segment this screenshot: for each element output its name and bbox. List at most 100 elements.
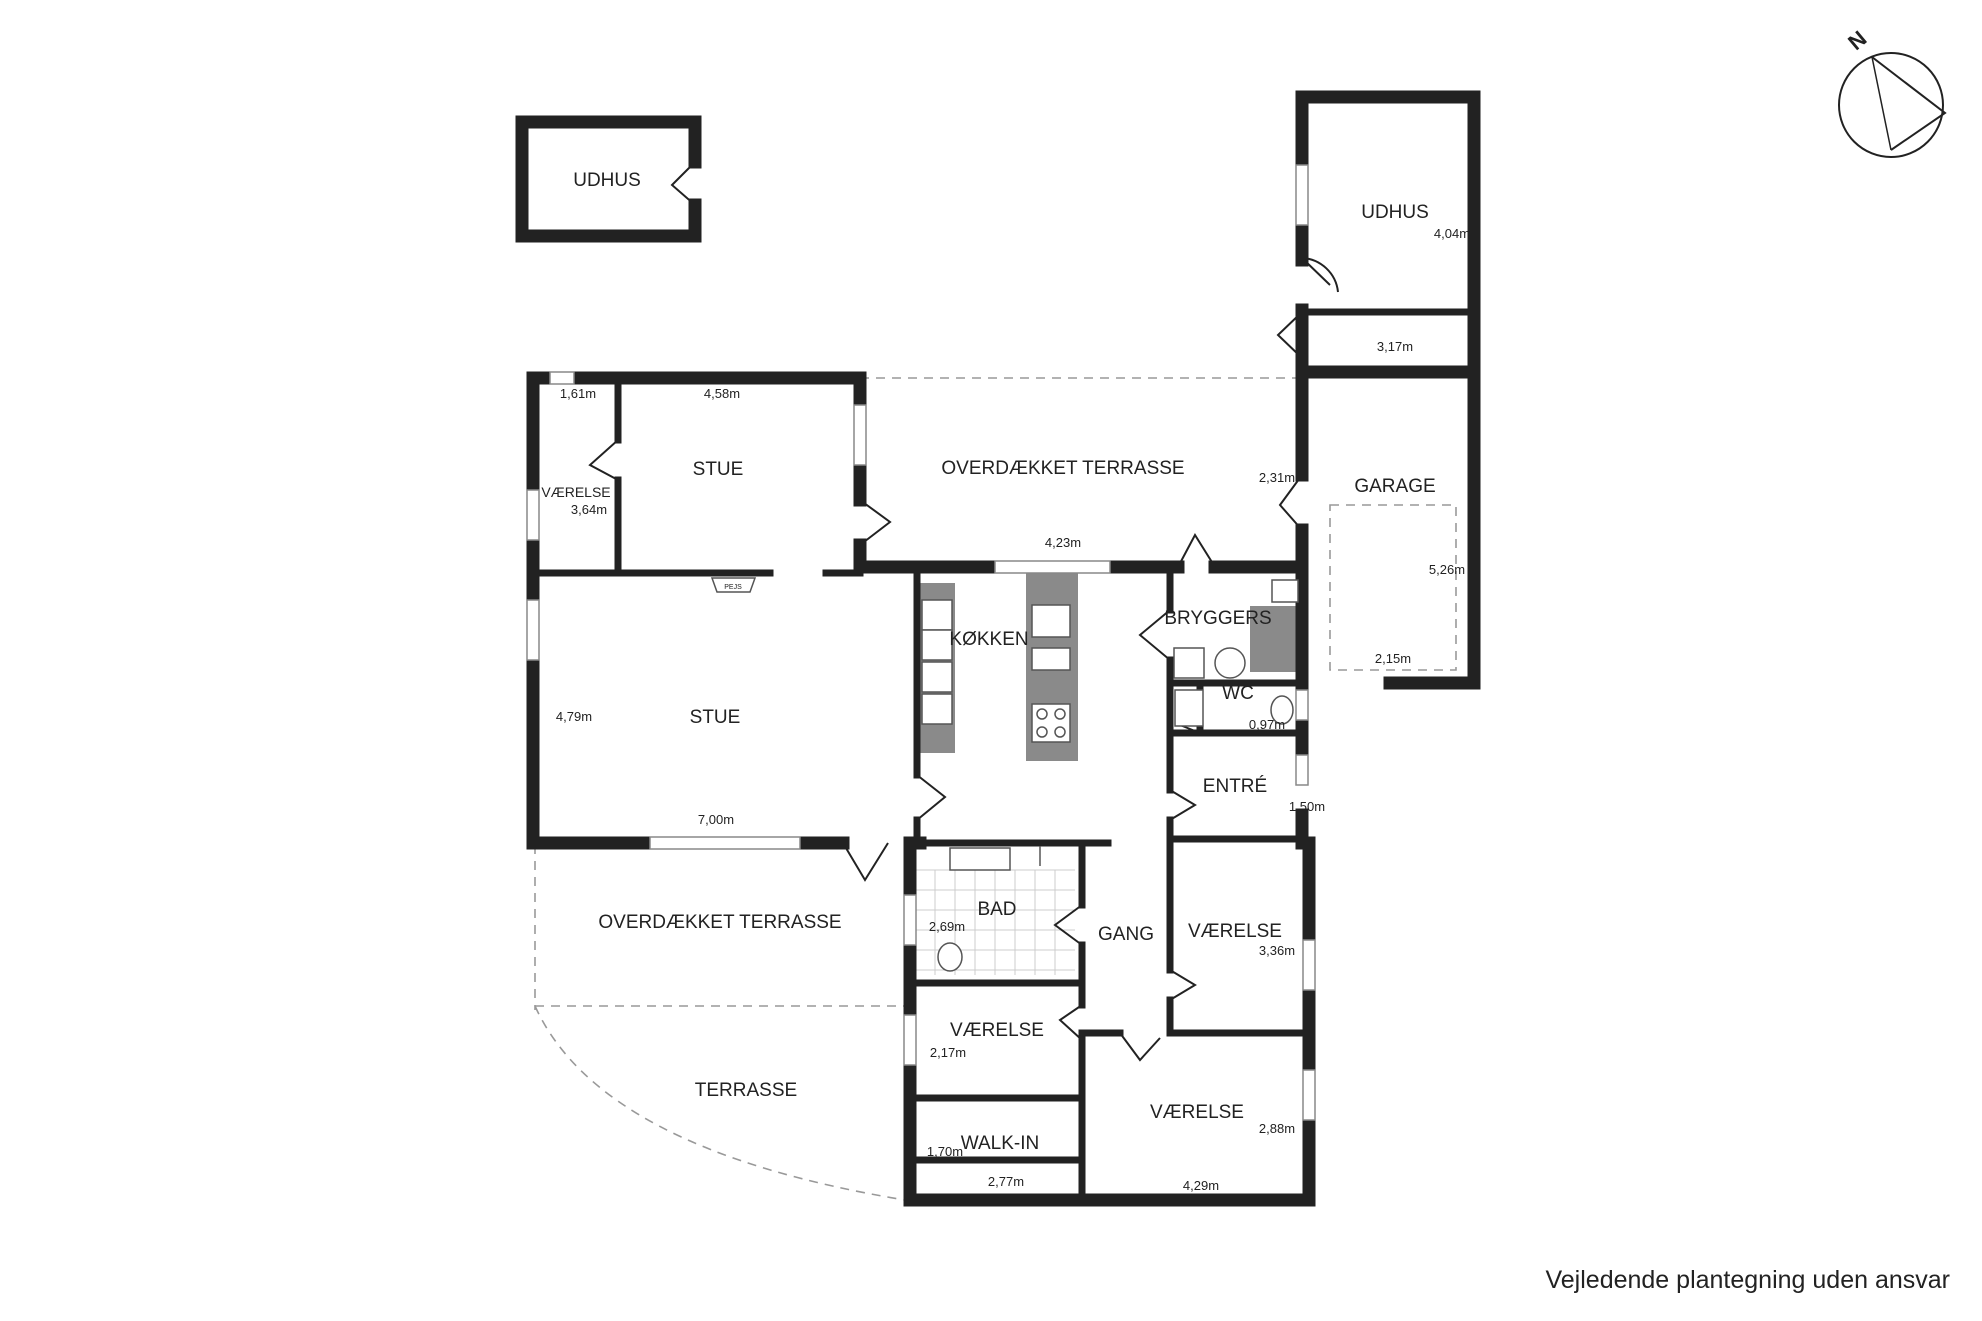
compass-north-label: N	[1843, 26, 1871, 55]
window	[903, 1014, 917, 1066]
room-label-udhus-small: UDHUS	[573, 170, 641, 191]
door-swing	[1169, 789, 1197, 821]
door-swing	[670, 161, 696, 206]
door-swing	[1177, 533, 1216, 568]
room-label-bryggers: BRYGGERS	[1164, 608, 1271, 629]
dimension-label: 2,88m	[1259, 1121, 1295, 1136]
window	[1295, 164, 1309, 226]
dimension-label: 1,61m	[560, 386, 596, 401]
room-label-gang: GANG	[1098, 924, 1154, 945]
dimension-labels: 4,04m 3,17m 1,61m 4,58m 3,64m 2,31m 5,26…	[556, 226, 1470, 1193]
window	[1295, 754, 1309, 786]
cooktop-icon	[1031, 703, 1071, 743]
door-swing	[1169, 969, 1197, 1001]
dimension-label: 2,77m	[988, 1174, 1024, 1189]
room-label-overdaekket-terrasse-south: OVERDÆKKET TERRASSE	[598, 912, 841, 933]
dashed-outlines	[534, 377, 1457, 1201]
room-label-overdaekket-terrasse-north: OVERDÆKKET TERRASSE	[941, 458, 1184, 479]
window	[903, 894, 917, 946]
room-label-koekken: KØKKEN	[949, 629, 1028, 650]
room-label-vaerelse-south: VÆRELSE	[1150, 1102, 1244, 1123]
room-label-vaerelse-mid: VÆRELSE	[950, 1020, 1044, 1041]
shower-icon	[1174, 689, 1204, 727]
burner-icon	[1054, 708, 1066, 720]
vaerelse-east-walls	[1166, 839, 1306, 1037]
dimension-label: 3,17m	[1377, 339, 1413, 354]
dimension-label: 4,04m	[1434, 226, 1470, 241]
utility-sink-icon	[1173, 647, 1205, 679]
room-label-garage: GARAGE	[1354, 476, 1435, 497]
room-label-vaerelse-west: VÆRELSE	[541, 484, 610, 500]
dimension-label: 2,69m	[929, 919, 965, 934]
window	[1295, 689, 1309, 721]
windows	[526, 164, 1316, 1121]
stove-icon	[921, 629, 953, 661]
bathroom-sink-icon	[949, 847, 1011, 871]
stove-icon	[921, 599, 953, 631]
room-label-entre: ENTRÉ	[1203, 776, 1267, 797]
bryggers-north	[1208, 560, 1309, 687]
udhus-small-walls	[515, 115, 702, 243]
room-label-walk-in: WALK-IN	[961, 1133, 1039, 1154]
fixtures: PEJS	[710, 577, 1299, 972]
window	[853, 404, 867, 466]
door-swing	[1138, 609, 1171, 661]
bad-floor-tiles	[915, 869, 1075, 975]
compass-ring-icon	[1838, 52, 1944, 158]
garage-walls	[1295, 365, 1481, 690]
washer-icon	[1214, 647, 1246, 679]
burner-icon	[1036, 726, 1048, 738]
disclaimer-text: Vejledende plantegning uden ansvar	[1545, 1266, 1950, 1294]
vaerelse-mid-walls	[906, 979, 1086, 1204]
fireplace-icon	[710, 577, 757, 593]
room-label-bad: BAD	[977, 899, 1016, 920]
room-label-wc: WC	[1222, 683, 1254, 704]
door-swing	[1058, 1004, 1083, 1041]
dimension-label: 2,31m	[1259, 470, 1295, 485]
door-swing	[859, 499, 892, 546]
door-swing	[1276, 311, 1303, 359]
door-swing	[1053, 904, 1083, 946]
window	[1302, 1069, 1316, 1121]
dimension-label: 2,17m	[930, 1045, 966, 1060]
window	[526, 599, 540, 661]
dimension-label: 0,97m	[1249, 717, 1285, 732]
dimension-label: 1,70m	[927, 1144, 963, 1159]
dimension-label: 4,23m	[1045, 535, 1081, 550]
bad-walls	[906, 839, 1112, 984]
window	[649, 836, 801, 850]
fireplace-label: PEJS	[724, 584, 742, 591]
door-swing	[916, 774, 947, 821]
dimension-label: 3,36m	[1259, 943, 1295, 958]
door-swing	[1119, 1032, 1161, 1062]
door-swing	[588, 439, 619, 481]
kitchen-sink-icon	[1031, 604, 1071, 638]
toilet-icon	[937, 942, 963, 972]
dimension-label: 4,79m	[556, 709, 592, 724]
window	[549, 371, 575, 385]
room-labels: UDHUS UDHUS STUE VÆRELSE OVERDÆKKET TERR…	[541, 170, 1435, 1154]
door-swing	[842, 842, 889, 882]
dimension-label: 3,64m	[571, 502, 607, 517]
dimension-label: 5,26m	[1429, 562, 1465, 577]
dimension-label: 2,15m	[1375, 651, 1411, 666]
terrace-curve	[534, 1005, 906, 1201]
dishwasher-icon	[1031, 647, 1071, 671]
dimension-label: 4,58m	[704, 386, 740, 401]
door-swing	[1278, 474, 1303, 531]
garage-parking-outline	[1329, 504, 1457, 671]
burner-icon	[1054, 726, 1066, 738]
door-swing	[1301, 257, 1339, 293]
room-label-stue-upper: STUE	[693, 459, 744, 480]
bryggers-counter	[1250, 606, 1304, 672]
doors	[588, 161, 1339, 1062]
dimension-label: 7,00m	[698, 812, 734, 827]
window	[1302, 939, 1316, 991]
room-label-vaerelse-east: VÆRELSE	[1188, 921, 1282, 942]
room-label-stue-main: STUE	[690, 707, 741, 728]
laundry-icon	[1271, 579, 1299, 603]
freezer-icon	[921, 661, 953, 693]
dimension-label: 4,29m	[1183, 1178, 1219, 1193]
room-label-terrasse: TERRASSE	[695, 1080, 797, 1101]
